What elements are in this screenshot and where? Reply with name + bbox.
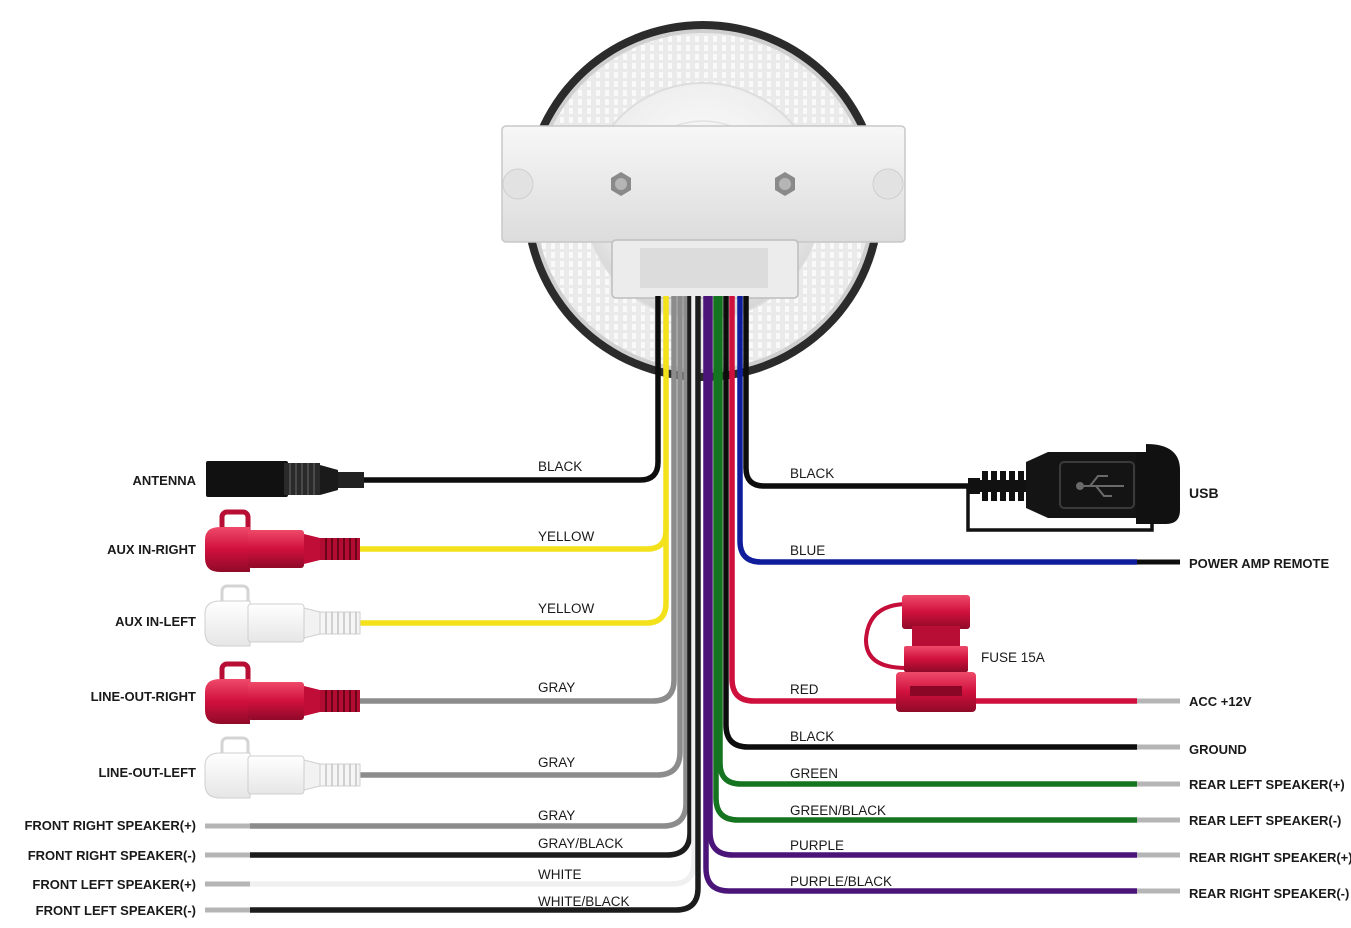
wire-label-greenblack-rear-left-neg: GREEN/BLACK [790,803,886,818]
wire-gray-line-out-right [360,296,677,704]
wire-label-black-usb: BLACK [790,466,834,481]
wire-red-acc [729,296,1137,704]
wire-label-white-front-left-pos: WHITE [538,867,582,882]
usb-plug-icon [966,444,1180,532]
label-front-left-speaker-pos: FRONT LEFT SPEAKER(+) [32,877,196,892]
fuse-holder-icon [863,595,976,712]
wire-white-front-left-pos [250,296,697,887]
wire-label-blue-power-amp-remote: BLUE [790,543,825,558]
wire-whiteblack-front-left-neg [250,296,701,913]
label-rear-right-speaker-neg: REAR RIGHT SPEAKER(-) [1189,886,1349,901]
left-labels: ANTENNA AUX IN-RIGHT AUX IN-LEFT LINE-OU… [24,473,196,918]
antenna-plug-icon [206,461,364,497]
wire-label-gray-line-out-right: GRAY [538,680,575,695]
wire-grayblack-front-right-neg [250,296,693,858]
rca-plug-red-icon [205,509,360,572]
wire-blue-power-amp-remote [737,296,1137,565]
wire-gray-front-right-pos [250,296,689,829]
label-rear-left-speaker-pos: REAR LEFT SPEAKER(+) [1189,777,1345,792]
label-power-amp-remote: POWER AMP REMOTE [1189,556,1329,571]
wire-label-purpleblack-rear-right-neg: PURPLE/BLACK [790,874,892,889]
label-front-left-speaker-neg: FRONT LEFT SPEAKER(-) [36,903,196,918]
wire-label-black-antenna: BLACK [538,459,582,474]
wire-purpleblack-rear-right-neg [703,296,1137,894]
label-aux-in-left: AUX IN-LEFT [115,614,196,629]
left-wire-labels: BLACK YELLOW YELLOW GRAY GRAY GRAY GRAY/… [538,459,630,909]
left-leads [205,823,250,913]
wire-yellow-aux-left [360,520,669,626]
label-rear-left-speaker-neg: REAR LEFT SPEAKER(-) [1189,813,1341,828]
wire-label-green-rear-left-pos: GREEN [790,766,838,781]
wire-black-ground [723,296,1137,750]
label-front-right-speaker-neg: FRONT RIGHT SPEAKER(-) [28,848,196,863]
wire-label-gray-line-out-left: GRAY [538,755,575,770]
label-acc-12v: ACC +12V [1189,694,1252,709]
rca-plug-red-icon [205,661,360,724]
marine-gauge-stereo-icon [501,21,906,381]
label-line-out-right: LINE-OUT-RIGHT [91,689,196,704]
wire-label-yellow-aux-right: YELLOW [538,529,595,544]
right-labels: USB POWER AMP REMOTE ACC +12V GROUND REA… [1189,485,1351,901]
wire-label-grayblack-front-right-neg: GRAY/BLACK [538,836,623,851]
label-antenna: ANTENNA [132,473,196,488]
label-line-out-left: LINE-OUT-LEFT [99,765,197,780]
label-ground: GROUND [1189,742,1247,757]
wire-black-antenna [364,296,661,483]
wire-label-whiteblack-front-left-neg: WHITE/BLACK [538,894,630,909]
label-fuse: FUSE 15A [981,650,1045,665]
wire-label-purple-rear-right-pos: PURPLE [790,838,844,853]
label-front-right-speaker-pos: FRONT RIGHT SPEAKER(+) [24,818,196,833]
label-aux-in-right: AUX IN-RIGHT [107,542,196,557]
wire-green-rear-left-pos [717,296,1137,787]
wire-label-gray-front-right-pos: GRAY [538,808,575,823]
wire-purple-rear-right-pos [707,296,1137,858]
wire-label-black-ground: BLACK [790,729,834,744]
wire-black-usb [743,296,968,489]
wire-label-yellow-aux-left: YELLOW [538,601,595,616]
right-leads [1137,698,1180,894]
rca-plug-white-icon [204,584,361,647]
label-usb: USB [1189,485,1219,501]
right-wire-labels: BLACK BLUE RED BLACK GREEN GREEN/BLACK P… [790,466,1045,889]
wire-greenblack-rear-left-neg [713,296,1137,823]
wire-gray-line-out-left [360,296,683,778]
rca-plug-white-icon [204,736,361,799]
wire-label-red-acc: RED [790,682,819,697]
label-rear-right-speaker-pos: REAR RIGHT SPEAKER(+) [1189,850,1351,865]
